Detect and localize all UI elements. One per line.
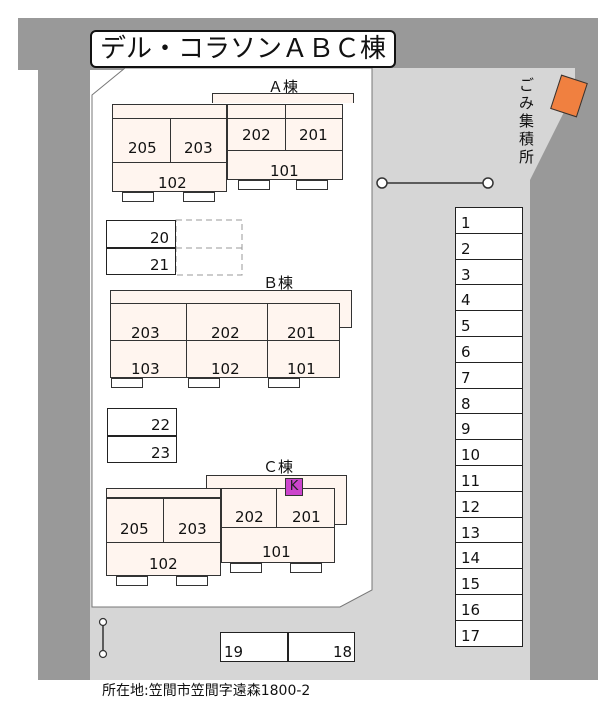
parking-space-4: 4 <box>455 284 523 312</box>
parking-number-13: 13 <box>461 523 481 542</box>
parking-number-21: 21 <box>150 256 170 274</box>
parking-number-6: 6 <box>461 343 471 361</box>
building-c-body-right <box>221 488 335 563</box>
parking-number-5: 5 <box>461 317 471 336</box>
parking-space-18 <box>288 632 355 662</box>
parking-number-17: 17 <box>461 626 481 645</box>
parking-space-14: 14 <box>455 542 523 570</box>
parking-space-5: 5 <box>455 310 523 337</box>
parking-number-20: 20 <box>150 229 170 247</box>
unit-b-102: 102 <box>211 360 240 378</box>
parking-number-19: 19 <box>224 643 244 661</box>
unit-a-101: 101 <box>270 162 299 180</box>
parking-number-22: 22 <box>151 416 171 434</box>
marker-k-icon: K <box>285 478 303 496</box>
parking-space-13: 13 <box>455 516 523 544</box>
address-text: 所在地:笠間市笠間字遠森1800-2 <box>102 683 311 699</box>
parking-space-8: 8 <box>455 387 523 415</box>
parking-space-16: 16 <box>455 594 523 621</box>
unit-b-201: 201 <box>287 324 316 342</box>
parking-number-18: 18 <box>333 643 353 661</box>
building-c-roof-left <box>106 488 221 498</box>
parking-number-15: 15 <box>461 575 481 594</box>
parking-space-11: 11 <box>455 465 523 492</box>
parking-space-20 <box>106 220 176 248</box>
parking-space-15: 15 <box>455 568 523 595</box>
parking-space-9: 9 <box>455 413 523 441</box>
parking-number-14: 14 <box>461 549 481 568</box>
parking-space-19 <box>220 632 288 662</box>
property-title: デル・コラソンＡＢＣ棟 <box>90 30 397 68</box>
parking-space-21 <box>106 248 176 275</box>
parking-number-11: 11 <box>461 472 481 490</box>
road-left <box>38 18 90 680</box>
unit-c-101: 101 <box>262 543 291 561</box>
parking-space-6: 6 <box>455 336 523 363</box>
unit-b-203: 203 <box>131 324 160 342</box>
unit-a-205: 205 <box>128 139 157 157</box>
parking-number-23: 23 <box>151 444 171 462</box>
parking-space-7: 7 <box>455 361 523 389</box>
parking-space-10: 10 <box>455 439 523 466</box>
parking-space-23 <box>107 436 177 463</box>
unit-c-203: 203 <box>178 520 207 538</box>
parking-number-7: 7 <box>461 368 471 387</box>
unit-c-102: 102 <box>149 555 178 573</box>
unit-b-202: 202 <box>211 324 240 342</box>
building-a-roof <box>212 93 354 103</box>
unit-b-103: 103 <box>131 360 160 378</box>
parking-space-3: 3 <box>455 258 523 286</box>
parking-space-22 <box>107 408 177 436</box>
unit-a-102: 102 <box>158 174 187 192</box>
parking-space-12: 12 <box>455 490 523 518</box>
unit-a-202: 202 <box>242 126 271 144</box>
parking-number-8: 8 <box>461 394 471 413</box>
unit-c-205: 205 <box>120 520 149 538</box>
parking-space-2: 2 <box>455 232 523 260</box>
parking-number-2: 2 <box>461 239 471 258</box>
parking-space-1: 1 <box>455 207 523 234</box>
parking-number-16: 16 <box>461 601 481 619</box>
unit-c-201: 201 <box>292 508 321 526</box>
parking-space-17: 17 <box>455 619 523 647</box>
building-b-label: Ｂ棟 <box>263 274 294 292</box>
parking-number-4: 4 <box>461 291 471 310</box>
unit-c-202: 202 <box>235 508 264 526</box>
parking-number-10: 10 <box>461 446 481 465</box>
parking-number-3: 3 <box>461 265 471 284</box>
unit-a-201: 201 <box>299 126 328 144</box>
parking-number-1: 1 <box>461 214 471 232</box>
parking-number-12: 12 <box>461 497 481 516</box>
building-c-label: Ｃ棟 <box>263 458 294 476</box>
unit-a-203: 203 <box>184 139 213 157</box>
parking-number-9: 9 <box>461 420 471 439</box>
unit-b-101: 101 <box>287 360 316 378</box>
garbage-label: ごみ集積所 <box>519 76 535 166</box>
building-a-label: Ａ棟 <box>268 78 299 96</box>
